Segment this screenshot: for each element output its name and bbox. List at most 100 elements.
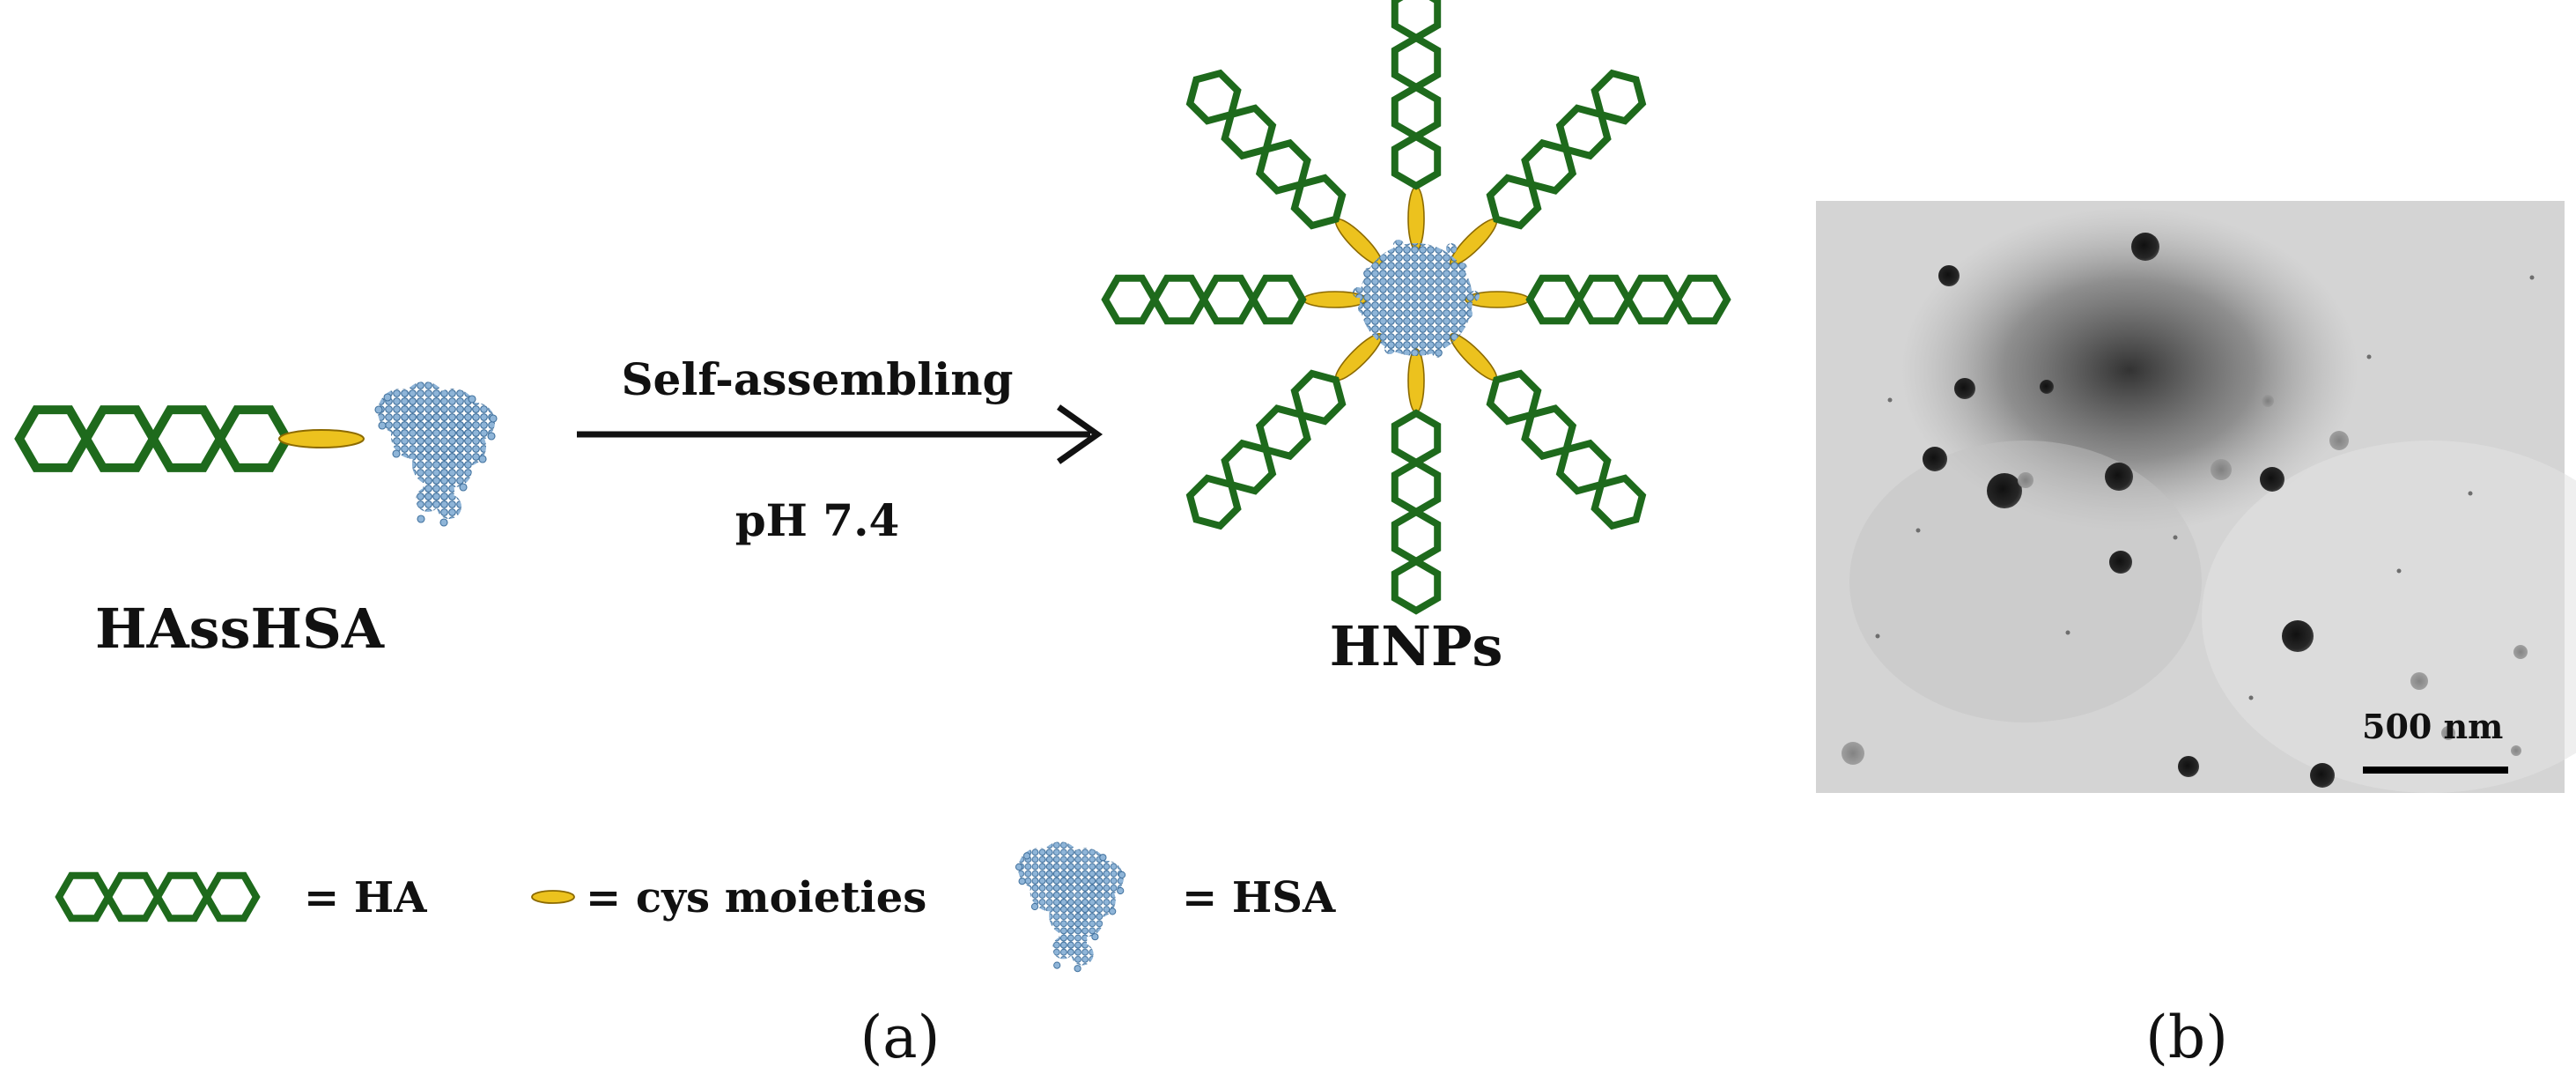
hexagon-icon <box>1391 33 1442 92</box>
panel-b-tem-micrograph: 500 nm (b) <box>1816 201 2576 1071</box>
tem-faint-particle <box>1842 742 1864 765</box>
nanoparticle-arm <box>1465 274 1731 325</box>
hexagon-icon <box>1391 507 1442 566</box>
hexagon-icon <box>1591 69 1647 125</box>
hexagon-icon <box>1575 274 1633 325</box>
hnps-nanoparticle <box>1101 0 1731 615</box>
arrow-bottom-label: pH 7.4 <box>735 494 900 546</box>
tem-nanoparticle <box>2310 763 2335 788</box>
hexagon-icon <box>1391 409 1442 467</box>
tem-nanoparticle <box>1954 378 1975 399</box>
hexagon-icon <box>81 405 159 472</box>
hexagon-icon <box>1391 0 1442 42</box>
tem-faint-particle <box>2211 459 2232 480</box>
tem-faint-particle <box>2410 672 2428 690</box>
tem-nanoparticle <box>2131 233 2159 261</box>
legend-ha-label: = HA <box>304 873 427 922</box>
nanoparticle-arm <box>1101 274 1368 325</box>
hexagon-icon <box>1486 369 1542 426</box>
hexagon-icon <box>1521 404 1577 461</box>
tem-light-haze <box>2202 441 2576 793</box>
nanoparticle-arm <box>1450 333 1647 530</box>
arrow-top-label: Self-assembling <box>621 353 1013 405</box>
hexagon-icon <box>1185 69 1242 125</box>
hexagon-icon <box>1555 439 1612 495</box>
hasshsa-conjugate <box>14 382 498 527</box>
reactant-cys-icon <box>278 429 365 448</box>
tem-particles <box>1842 233 2535 788</box>
tem-mid-haze <box>1849 441 2202 722</box>
nanoparticle-arm <box>1391 348 1442 615</box>
hexagon-icon <box>104 871 162 922</box>
tem-nanoparticle <box>2178 756 2199 777</box>
tem-faint-particle <box>2329 431 2349 450</box>
tem-nanoparticle <box>2105 463 2133 491</box>
reactant-ha-chain-icon <box>14 405 292 472</box>
tem-faint-particle <box>2262 395 2274 407</box>
product-label: HNPs <box>1330 614 1503 678</box>
hexagon-icon <box>1391 83 1442 141</box>
tem-nanoparticle <box>1938 265 1960 286</box>
hexagon-icon <box>1221 104 1277 160</box>
tem-speck <box>1875 633 1880 639</box>
hexagon-icon <box>1249 274 1307 325</box>
nanoparticle-arms <box>1101 0 1731 615</box>
reactant-hsa-icon <box>374 382 498 527</box>
cys-icon <box>1407 348 1425 413</box>
legend: = HA = cys moieties = HSA <box>55 841 1336 973</box>
tem-speck <box>2248 695 2254 700</box>
hexagon-icon <box>1290 369 1347 426</box>
hexagon-icon <box>203 871 261 922</box>
nanoparticle-arm <box>1391 0 1442 251</box>
hexagon-icon <box>1255 138 1311 195</box>
tem-speck <box>1887 397 1893 403</box>
hexagon-icon <box>1555 104 1612 160</box>
hexagon-icon <box>1290 174 1347 230</box>
tem-speck <box>2065 630 2070 635</box>
tem-speck <box>2396 568 2402 574</box>
hexagon-icon <box>1391 132 1442 190</box>
legend-hsa-label: = HSA <box>1182 873 1336 922</box>
reaction-arrow <box>577 404 1103 464</box>
hexagon-icon <box>215 405 292 472</box>
nanoparticle-arm <box>1185 69 1383 266</box>
tem-faint-particle <box>2511 745 2521 756</box>
panel-b-label: (b) <box>2145 1004 2228 1071</box>
nanoparticle-arm <box>1185 333 1383 530</box>
hexagon-icon <box>1391 458 1442 516</box>
hexagon-icon <box>1624 274 1682 325</box>
cys-icon <box>1407 186 1425 251</box>
hexagon-icon <box>153 871 211 922</box>
scale-bar <box>2363 767 2508 774</box>
scale-bar-label: 500 nm <box>2362 707 2503 746</box>
legend-cys-label: = cys moieties <box>586 873 926 922</box>
tem-nanoparticle <box>2260 467 2284 492</box>
hexagon-icon <box>1199 274 1258 325</box>
arrow-head <box>1056 404 1103 464</box>
nanoparticle-hsa-core-icon <box>1353 240 1480 358</box>
hexagon-icon <box>55 871 113 922</box>
panel-a-label: (a) <box>860 1004 941 1071</box>
tem-nanoparticle <box>1987 473 2022 508</box>
legend-ha-icon <box>55 871 261 922</box>
hexagon-icon <box>1391 557 1442 615</box>
reactant-label: HAssHSA <box>95 596 385 661</box>
tem-nanoparticle <box>2282 620 2314 652</box>
tem-speck <box>2468 491 2473 496</box>
hexagon-icon <box>1221 439 1277 495</box>
hexagon-icon <box>1150 274 1208 325</box>
hexagon-icon <box>148 405 225 472</box>
hexagon-icon <box>1101 274 1159 325</box>
tem-speck <box>1915 528 1921 533</box>
tem-speck <box>2173 535 2178 540</box>
tem-nanoparticle <box>1923 447 1947 471</box>
nanoparticle-arm <box>1450 69 1647 266</box>
tem-nanoparticle <box>2109 551 2132 574</box>
hexagon-icon <box>1255 404 1311 461</box>
legend-hsa-icon <box>1015 841 1126 973</box>
hexagon-icon <box>1521 138 1577 195</box>
tem-speck <box>2366 354 2372 359</box>
hexagon-icon <box>1591 474 1647 530</box>
tem-faint-particle <box>2513 645 2528 659</box>
